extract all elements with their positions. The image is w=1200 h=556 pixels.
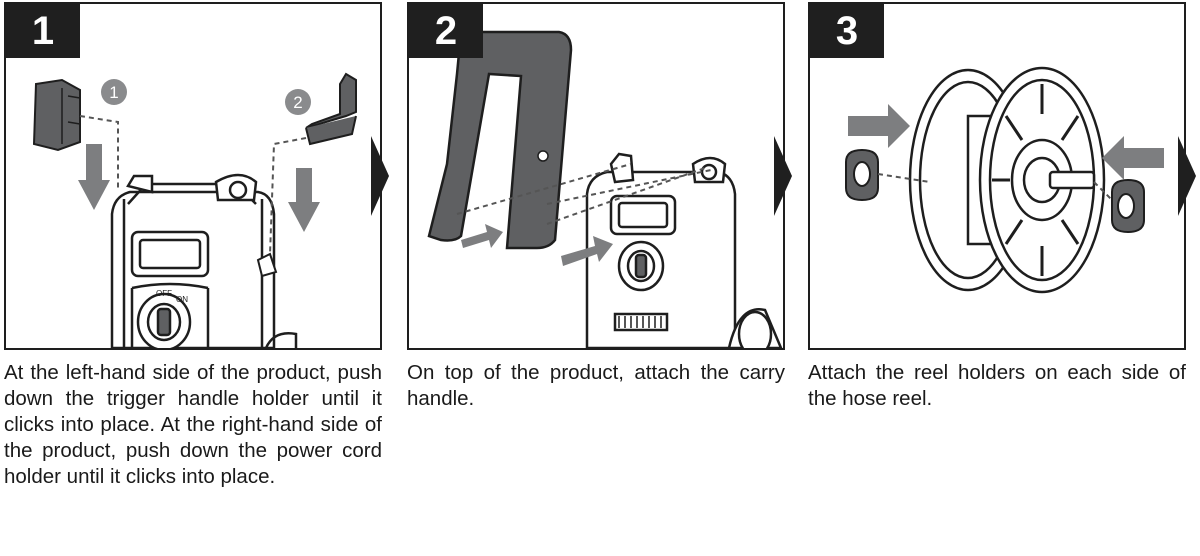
side-arrow-left <box>461 224 503 248</box>
guide-line-left <box>79 115 119 190</box>
next-step-arrow-icon <box>774 136 792 216</box>
carry-handle <box>427 30 573 250</box>
guide-line-right <box>269 137 307 255</box>
dial-label-left: OFF <box>156 289 172 298</box>
callout-2-label: 2 <box>293 93 302 112</box>
side-arrow-right <box>561 236 613 266</box>
step-2-illustration <box>427 30 783 348</box>
step-3-illustration <box>845 66 1164 294</box>
step-3-panel: 3 <box>808 2 1186 350</box>
down-arrow-left <box>78 144 110 210</box>
dial-label-right: ON <box>176 295 188 304</box>
callout-1-icon: 1 <box>101 79 127 105</box>
callout-1-label: 1 <box>109 83 118 102</box>
guide-lines <box>877 173 1113 201</box>
reel-holder-right <box>1111 178 1145 234</box>
hose-reel <box>908 66 1106 294</box>
next-step-arrow-icon <box>1178 136 1196 216</box>
step-1-panel: 1 OFF ON 1 <box>4 2 382 350</box>
step-1-caption: At the left-hand side of the product, pu… <box>4 361 382 488</box>
callout-2-icon: 2 <box>285 89 311 115</box>
step-number-badge: 3 <box>810 4 884 58</box>
pressure-washer-body <box>110 173 298 348</box>
arrow-right-icon <box>848 104 910 148</box>
arrow-left-icon <box>1102 136 1164 180</box>
step-3-caption: Attach the reel holders on each side of … <box>808 361 1186 410</box>
cord-holder-slot <box>256 252 278 278</box>
step-1-illustration: OFF ON 1 2 <box>32 72 357 348</box>
pressure-washer-body <box>585 152 783 348</box>
power-cord-holder <box>305 72 357 146</box>
step-2-panel: 2 <box>407 2 785 350</box>
down-arrow-right <box>288 168 320 232</box>
next-step-arrow-icon <box>371 136 389 216</box>
step-number-badge: 2 <box>409 4 483 58</box>
step-2-caption: On top of the product, attach the carry … <box>407 361 785 410</box>
reel-holder-left <box>845 148 879 202</box>
trigger-handle-holder <box>32 78 81 152</box>
step-number-badge: 1 <box>6 4 80 58</box>
guide-lines <box>456 163 712 225</box>
